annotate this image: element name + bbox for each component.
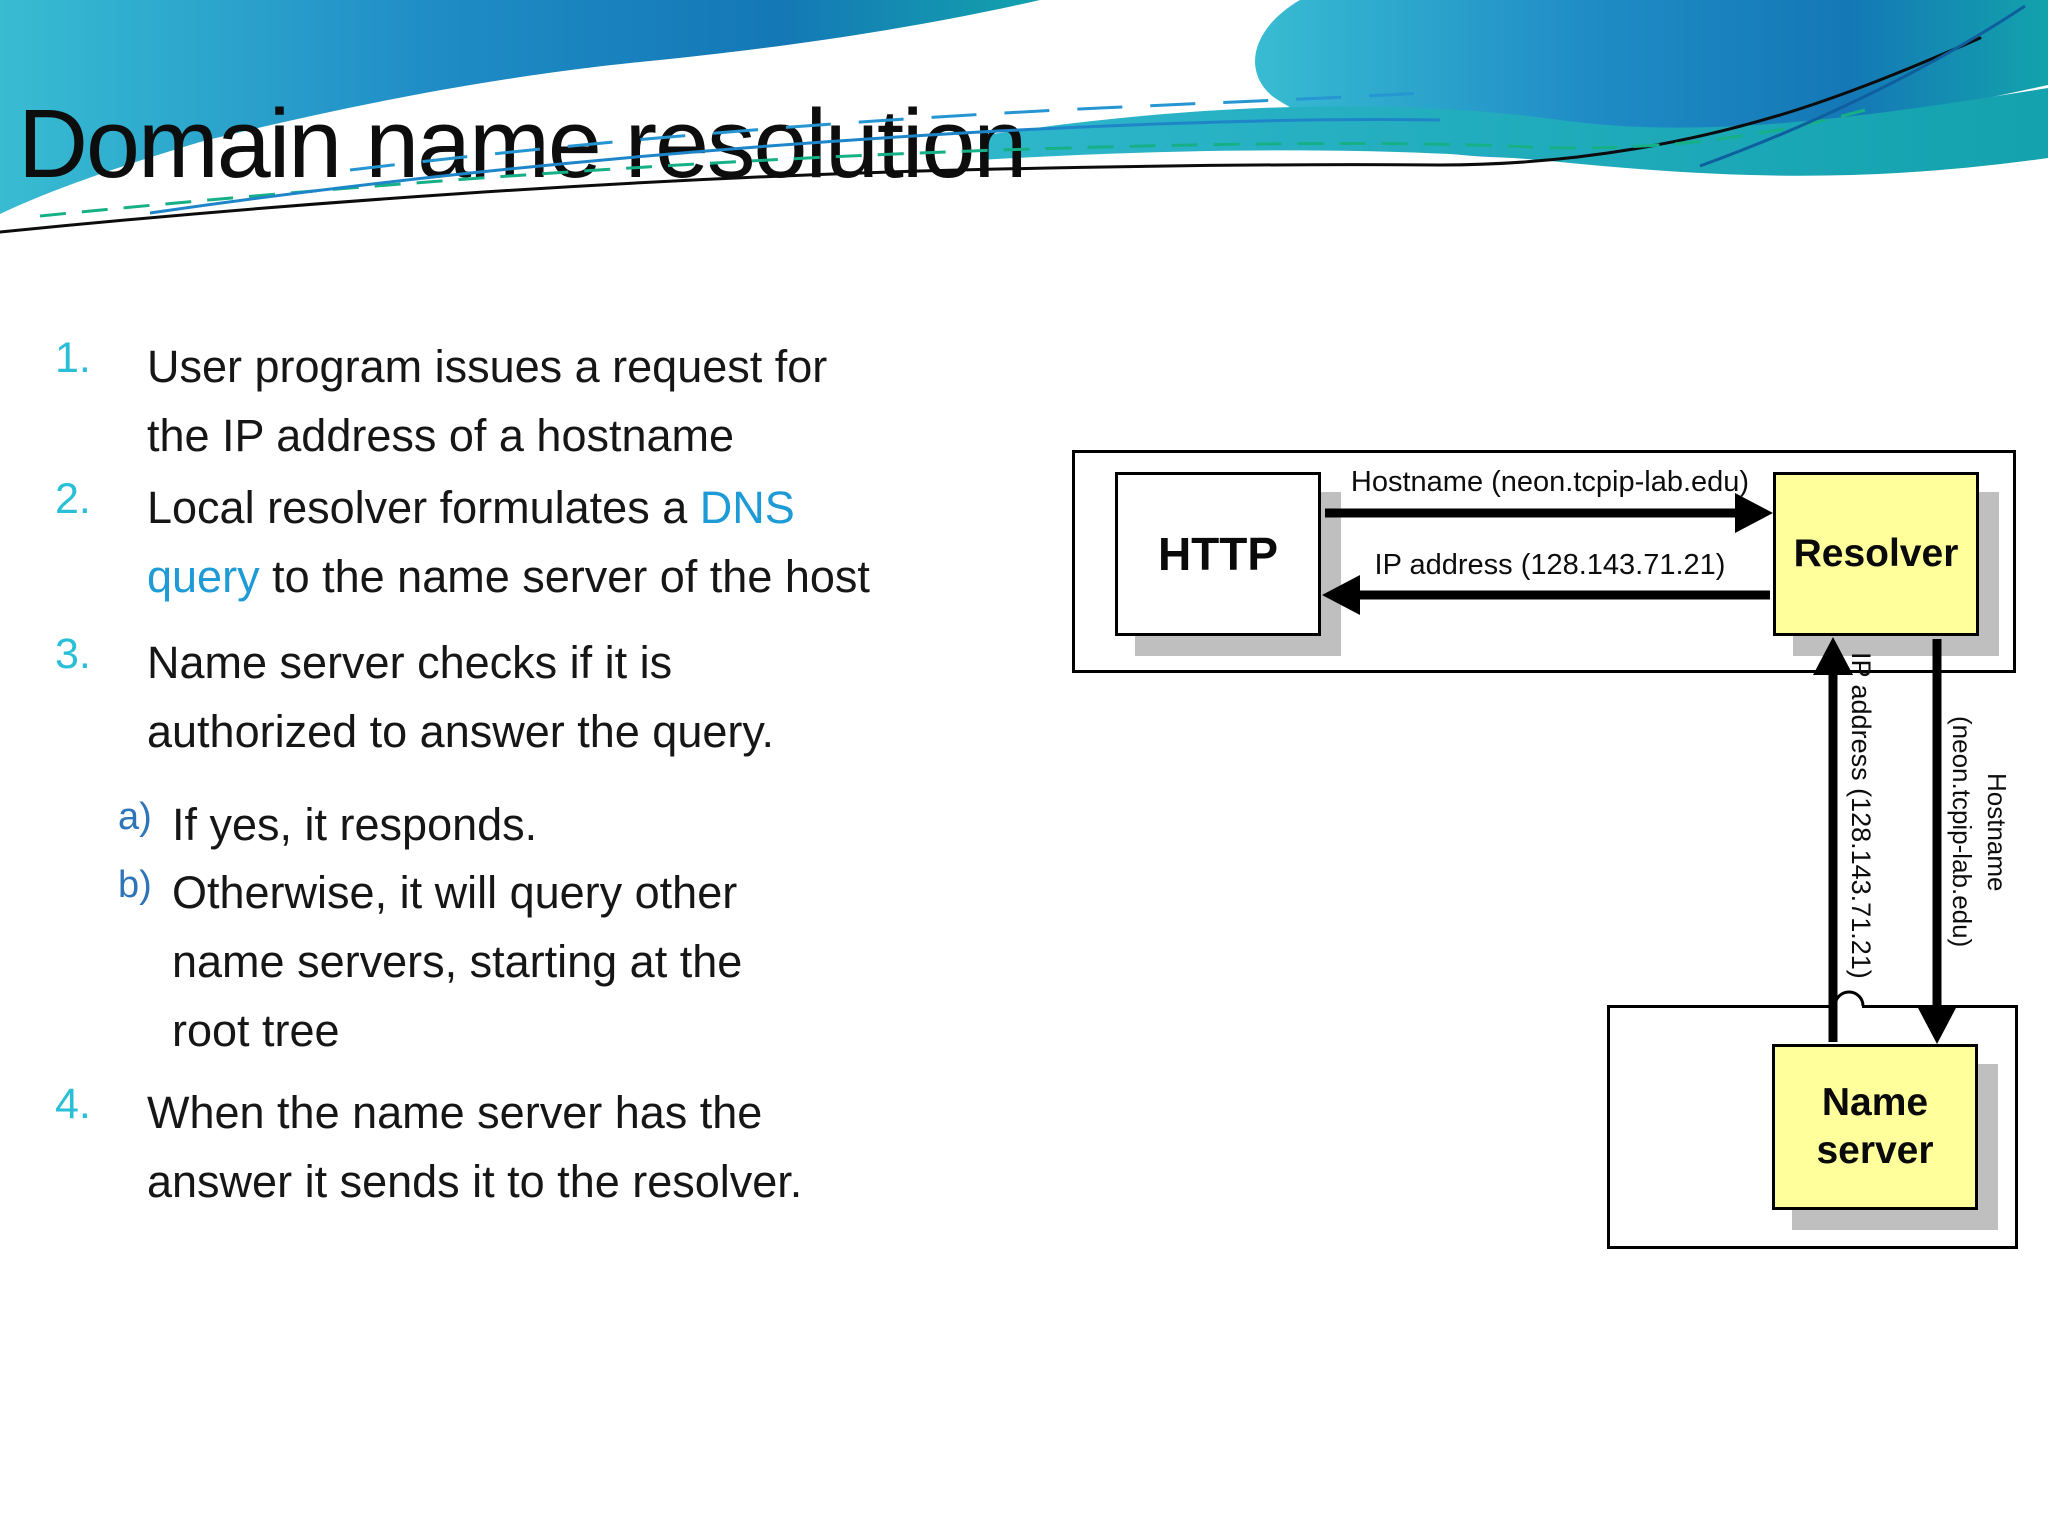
vertical-ip-arrow-label: IP address (128.143.71.21) [1846,652,1876,979]
list-item-4: 4. When the name server has the answer i… [0,1078,1010,1216]
list-marker: 3. [55,630,91,678]
list-submarker: b) [118,864,152,906]
http-box: HTTP [1115,472,1321,636]
plain-text: Local resolver formulates a [147,482,700,533]
vertical-hostname-line2: (neon.tcpip-lab.edu) [1947,716,1977,948]
list-item-1: 1. User program issues a request for the… [0,332,1010,470]
vertical-hostname-line1: Hostname [1982,772,2012,892]
plain-text: to the name server of the host [259,551,870,602]
list-marker: 2. [55,475,91,523]
list-marker: 1. [55,334,91,382]
hostname-arrow-label: Hostname (neon.tcpip-lab.edu) [1350,466,1750,498]
highlighted-text: DNS [699,482,795,533]
ip-arrow-label: IP address (128.143.71.21) [1374,549,1726,581]
list-subitem-b: b) Otherwise, it will query other name s… [0,858,1010,1065]
wave-band-right [1255,0,2048,158]
vertical-hostname-arrow-label: Hostname (neon.tcpip-lab.edu) [1944,672,2014,992]
list-marker: 4. [55,1080,91,1128]
list-item-text: When the name server has the answer it s… [147,1087,803,1207]
accent-line-corner [1699,4,2026,168]
list-item-3: 3. Name server checks if it is authorize… [0,628,1010,766]
list-item-text: Otherwise, it will query other name serv… [172,867,743,1056]
name-server-box: Name server [1772,1044,1978,1210]
list-item-text: If yes, it responds. [172,799,538,850]
wave-band-lower [980,88,2048,176]
list-item-text: Name server checks if it is authorized t… [147,637,775,757]
name-server-box-label: Name server [1816,1081,1934,1172]
list-item-2: 2. Local resolver formulates a DNS query… [0,473,1010,611]
list-item-text: Local resolver formulates a DNS query to… [147,473,1010,611]
resolver-box-label: Resolver [1793,532,1959,575]
http-box-label: HTTP [1157,528,1279,580]
list-submarker: a) [118,796,152,838]
page-title: Domain name resolution [18,89,1027,198]
resolver-box: Resolver [1773,472,1979,636]
list-item-text: User program issues a request for the IP… [147,341,828,461]
list-subitem-a: a) If yes, it responds. [0,790,1010,859]
highlighted-text: query [147,551,260,602]
